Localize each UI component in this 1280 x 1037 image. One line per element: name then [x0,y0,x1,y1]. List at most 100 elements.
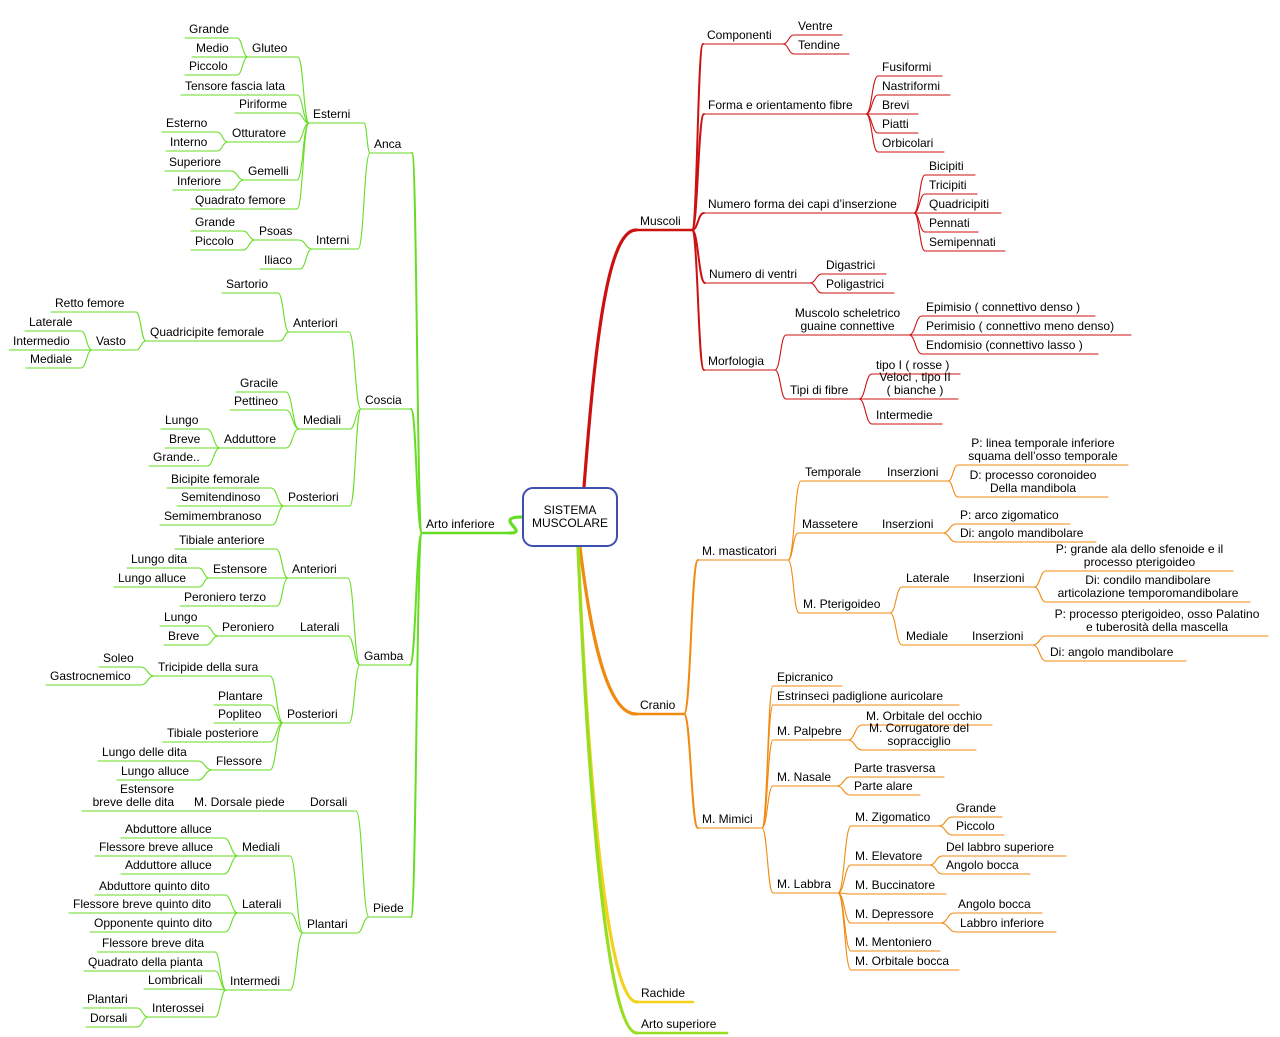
node-pt-lat[interactable]: Laterale [906,571,950,585]
node-abd-all[interactable]: Abduttore alluce [125,822,212,836]
node-add-breve[interactable]: Breve [169,432,201,446]
node-est-alluce[interactable]: Lungo alluce [118,571,187,585]
node-per-lungo[interactable]: Lungo [164,610,198,624]
node-retto[interactable]: Retto femore [55,296,125,310]
node-fusiformi[interactable]: Fusiformi [882,60,932,74]
node-tib-ant[interactable]: Tibiale anteriore [179,533,265,547]
node-fl-br-dita[interactable]: Flessore breve dita [102,936,205,950]
node-ps-piccolo[interactable]: Piccolo [195,234,234,248]
node-anca[interactable]: Anca [374,137,402,151]
node-ott-int[interactable]: Interno [170,135,208,149]
node-esterni[interactable]: Esterni [313,107,351,121]
node-otturatore[interactable]: Otturatore [232,126,287,140]
node-tipi-fibre[interactable]: Tipi di fibre [790,383,849,397]
node-peroniero3[interactable]: Peroniero terzo [184,590,267,604]
node-cranio[interactable]: Cranio [640,698,676,712]
node-fl-br-all[interactable]: Flessore breve alluce [99,840,214,854]
node-orb-bocca[interactable]: M. Orbitale bocca [855,954,950,968]
node-sartorio[interactable]: Sartorio [226,277,269,291]
node-mimici[interactable]: M. Mimici [702,812,753,826]
node-el-angolo[interactable]: Angolo bocca [946,858,1019,872]
node-va-int[interactable]: Intermedio [13,334,70,348]
node-gam-post[interactable]: Posteriori [287,707,338,721]
node-muscoli[interactable]: Muscoli [640,214,681,228]
node-mentoniero[interactable]: M. Mentoniero [855,935,932,949]
node-el-labbro[interactable]: Del labbro superiore [946,840,1055,854]
node-coscia[interactable]: Coscia [365,393,402,407]
node-buccinatore[interactable]: M. Buccinatore [855,878,936,892]
node-bicipite[interactable]: Bicipite femorale [171,472,260,486]
node-numero-capi[interactable]: Numero forma dei capi d’inserzione [708,197,897,211]
node-mass-p[interactable]: P: arco zigomatico [960,508,1059,522]
node-gl-piccolo[interactable]: Piccolo [189,59,228,73]
node-flessore[interactable]: Flessore [216,754,263,768]
node-mass-ins[interactable]: Inserzioni [882,517,934,531]
node-arto-sup[interactable]: Arto superiore [641,1017,717,1031]
node-quad-fem[interactable]: Quadrato femore [195,193,286,207]
node-rachide[interactable]: Rachide [641,986,686,1000]
node-componenti[interactable]: Componenti [707,28,772,42]
node-gam-lat[interactable]: Laterali [300,620,340,634]
node-cos-post[interactable]: Posteriori [288,490,339,504]
node-parte-trasv[interactable]: Parte trasversa [854,761,936,775]
node-elevatore[interactable]: M. Elevatore [855,849,923,863]
node-gastro[interactable]: Gastrocnemico [50,669,131,683]
node-gem-sup[interactable]: Superiore [169,155,222,169]
node-tfl[interactable]: Tensore fascia lata [185,79,286,93]
node-pl-int[interactable]: Intermedi [230,974,281,988]
node-add-all[interactable]: Adduttore alluce [125,858,212,872]
node-pl-lat[interactable]: Laterali [242,897,282,911]
node-poligastrici[interactable]: Poligastrici [826,277,885,291]
node-gracile[interactable]: Gracile [240,376,279,390]
node-gemelli[interactable]: Gemelli [248,164,289,178]
node-ventre[interactable]: Ventre [798,19,833,33]
node-soleo[interactable]: Soleo [103,651,134,665]
node-num-ventri[interactable]: Numero di ventri [709,267,798,281]
node-piatti[interactable]: Piatti [882,117,909,131]
node-quad-pianta[interactable]: Quadrato della pianta [88,955,203,969]
node-pt-lat-ins[interactable]: Inserzioni [973,571,1025,585]
node-gam-ant[interactable]: Anteriori [292,562,337,576]
node-per-breve[interactable]: Breve [168,629,200,643]
node-semimem[interactable]: Semimembranoso [164,509,262,523]
node-gl-medio[interactable]: Medio [196,41,229,55]
node-ps-grande[interactable]: Grande [195,215,236,229]
node-tipo1[interactable]: tipo I ( rosse ) [876,358,950,372]
node-bicipiti[interactable]: Bicipiti [929,159,964,173]
node-perimisio[interactable]: Perimisio ( connettivo meno denso) [926,319,1115,333]
node-add-lungo[interactable]: Lungo [165,413,199,427]
node-temp-ins[interactable]: Inserzioni [887,465,939,479]
node-peroniero[interactable]: Peroniero [222,620,275,634]
node-abd-5[interactable]: Abduttore quinto dito [99,879,210,893]
node-tib-post[interactable]: Tibiale posteriore [167,726,259,740]
node-dors-piede[interactable]: M. Dorsale piede [194,795,285,809]
node-vasto[interactable]: Vasto [96,334,126,348]
node-gamba[interactable]: Gamba [364,649,404,663]
node-digastrici[interactable]: Digastrici [826,258,876,272]
node-pt-med-d[interactable]: Di: angolo mandibolare [1050,645,1174,659]
node-gluteo[interactable]: Gluteo [252,41,288,55]
node-massetere[interactable]: Massetere [802,517,859,531]
node-epimisio[interactable]: Epimisio ( connettivo denso ) [926,300,1081,314]
node-gem-inf[interactable]: Inferiore [177,174,222,188]
node-popliteo[interactable]: Popliteo [218,707,262,721]
node-parte-alare[interactable]: Parte alare [854,779,913,793]
node-interni[interactable]: Interni [316,233,350,247]
node-semipennati[interactable]: Semipennati [929,235,996,249]
node-epicranico[interactable]: Epicranico [777,670,834,684]
node-tricipiti[interactable]: Tricipiti [929,178,967,192]
node-piede[interactable]: Piede [373,901,404,915]
node-mass-d[interactable]: Di: angolo mandibolare [960,526,1084,540]
node-dep-angolo[interactable]: Angolo bocca [958,897,1031,911]
node-nasale[interactable]: M. Nasale [777,770,832,784]
node-nastriformi[interactable]: Nastriformi [882,79,941,93]
node-endomisio[interactable]: Endomisio (connettivo lasso ) [926,338,1083,352]
node-forma[interactable]: Forma e orientamento fibre [708,98,853,112]
node-zig-grande[interactable]: Grande [956,801,997,815]
node-pterigoideo[interactable]: M. Pterigoideo [803,597,881,611]
